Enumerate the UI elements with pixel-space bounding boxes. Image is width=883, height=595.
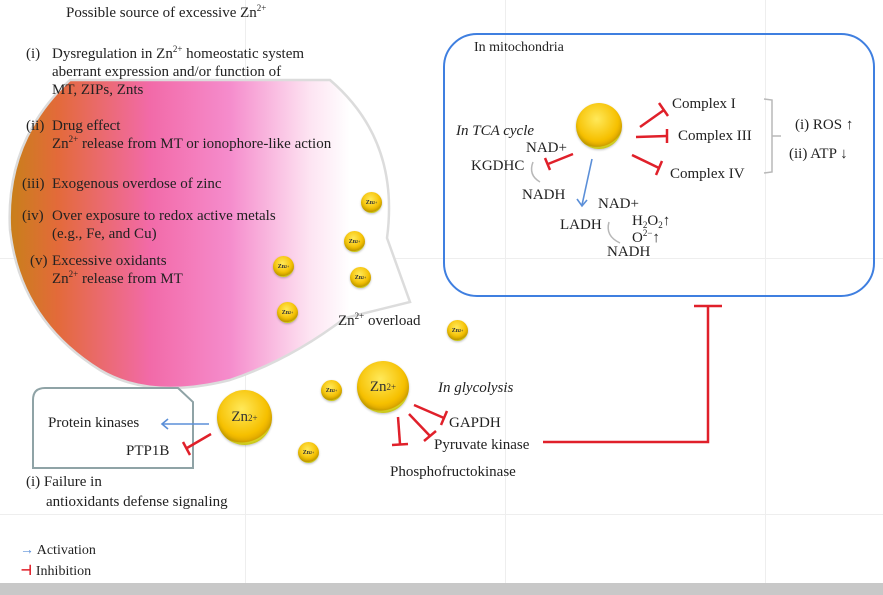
ladh-label: LADH xyxy=(560,217,602,233)
zinc-ion-mito xyxy=(576,103,622,149)
ptp1b-label: PTP1B xyxy=(126,443,170,459)
footer-bar xyxy=(0,583,883,595)
nad-label-2: NAD+ xyxy=(598,196,639,212)
source-number: (v) xyxy=(30,253,48,269)
source-line: Exogenous overdose of zinc xyxy=(52,176,222,192)
inhibition-complex-1 xyxy=(639,108,665,129)
activation-arrow-icon: → xyxy=(20,543,34,558)
inhibition-icon: ⊣ xyxy=(20,564,33,579)
page-title: Possible source of excessive Zn2+ xyxy=(66,3,267,22)
ladh-reaction-arrow xyxy=(607,221,621,244)
grid-line xyxy=(765,0,766,583)
inhibition-ptp1b xyxy=(186,432,212,450)
failure-label-2: antioxidants defense signaling xyxy=(46,494,228,510)
glycolysis-title: In glycolysis xyxy=(438,380,514,396)
source-line: Over exposure to redox active metals xyxy=(52,208,276,224)
protein-kinases-label: Protein kinases xyxy=(48,415,140,431)
grid-line xyxy=(0,258,883,259)
tca-label: In TCA cycle xyxy=(456,123,535,139)
complex-1-label: Complex I xyxy=(672,96,736,112)
inhibition-complex-4 xyxy=(631,153,660,170)
h2o2-label: H2O2↑ xyxy=(632,213,671,230)
activation-ladh xyxy=(581,158,593,206)
source-line: Dysregulation in Zn2+ homeostatic system xyxy=(52,44,305,63)
source-line: Drug effect xyxy=(52,118,121,134)
kgdhc-reaction-arrow xyxy=(530,161,541,183)
mito-title: In mitochondria xyxy=(474,40,564,55)
pfk-label: Phosphofructokinase xyxy=(390,464,516,480)
source-number: (ii) xyxy=(26,118,45,134)
inhibition-kgdhc xyxy=(547,152,574,166)
pyruvate-kinase-label: Pyruvate kinase xyxy=(434,437,530,453)
inhibition-pyruvate-kinase xyxy=(408,413,431,437)
source-line: MT, ZIPs, Znts xyxy=(52,82,144,98)
inhibition-pfk xyxy=(396,416,402,445)
superoxide-label: O2−↑ xyxy=(632,228,660,247)
inhibition-gapdh xyxy=(413,403,445,420)
kgdhc-label: KGDHC xyxy=(471,158,525,174)
source-line: (e.g., Fe, and Cu) xyxy=(52,226,157,242)
ros-effect: (i) ROS ↑ xyxy=(795,117,854,133)
source-number: (iii) xyxy=(22,176,45,192)
gapdh-label: GAPDH xyxy=(449,415,501,431)
legend-activation: → Activation xyxy=(20,543,96,558)
source-line: aberrant expression and/or function of xyxy=(52,64,282,80)
grid-line xyxy=(505,0,506,583)
atp-effect: (ii) ATP ↓ xyxy=(789,146,848,162)
inhibition-complex-3 xyxy=(635,134,668,139)
nad-label: NAD+ xyxy=(526,140,567,156)
failure-label-1: (i) Failure in xyxy=(26,474,102,490)
inhibition-line-glycolysis-mito xyxy=(543,306,710,444)
source-line: Zn2+ release from MT or ionophore-like a… xyxy=(52,134,332,153)
grid-line xyxy=(0,514,883,515)
source-number: (i) xyxy=(26,46,41,62)
legend-inhibition: ⊣ Inhibition xyxy=(20,564,92,579)
nadh-label: NADH xyxy=(522,187,566,203)
source-line: Zn2+ release from MT xyxy=(52,269,183,288)
nadh-label-2: NADH xyxy=(607,244,651,260)
complex-4-label: Complex IV xyxy=(670,166,745,182)
source-number: (iv) xyxy=(22,208,44,224)
overload-label: Zn2+ overload xyxy=(338,311,421,330)
mitochondria-box xyxy=(443,33,875,297)
source-line: Excessive oxidants xyxy=(52,253,167,269)
complex-3-label: Complex III xyxy=(678,128,752,144)
